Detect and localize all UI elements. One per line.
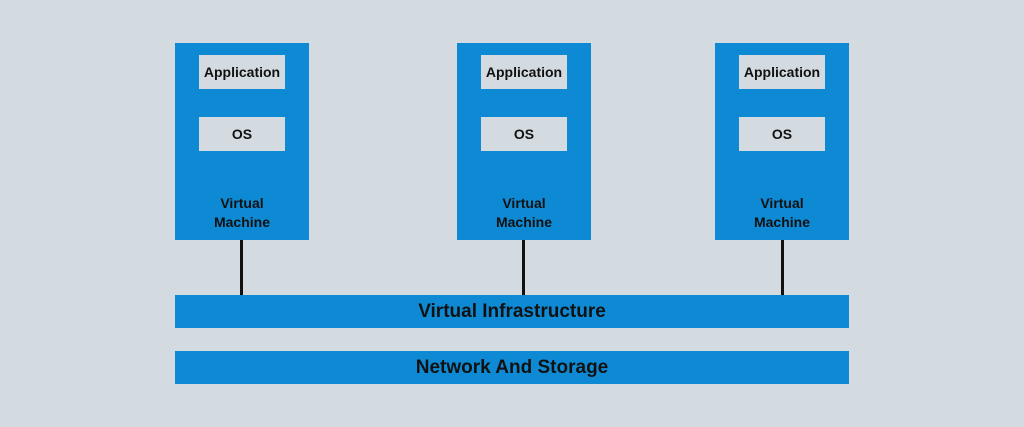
- virtual-machine-label-line1: Virtual: [760, 195, 804, 211]
- virtual-machine-label-line2: Machine: [495, 214, 552, 230]
- virtual-machine-label-line1: Virtual: [502, 195, 546, 211]
- virtual-machine-label: Virtual Machine: [175, 194, 309, 232]
- connector-line-1: [240, 240, 243, 296]
- connector-line-3: [781, 240, 784, 296]
- application-box: Application: [739, 55, 825, 89]
- os-box: OS: [199, 117, 285, 151]
- virtual-machine-3: Application OS Virtual Machine: [715, 43, 849, 240]
- virtual-machine-label-line2: Machine: [753, 214, 810, 230]
- virtual-machine-2: Application OS Virtual Machine: [457, 43, 591, 240]
- application-box: Application: [481, 55, 567, 89]
- os-box: OS: [481, 117, 567, 151]
- virtual-machine-label-line2: Machine: [213, 214, 270, 230]
- virtual-machine-1: Application OS Virtual Machine: [175, 43, 309, 240]
- virtual-machine-label-line1: Virtual: [220, 195, 264, 211]
- virtual-machine-label: Virtual Machine: [715, 194, 849, 232]
- network-and-storage-layer: Network And Storage: [175, 351, 849, 384]
- virtual-infrastructure-layer: Virtual Infrastructure: [175, 295, 849, 328]
- connector-line-2: [522, 240, 525, 296]
- os-box: OS: [739, 117, 825, 151]
- application-box: Application: [199, 55, 285, 89]
- virtual-machine-label: Virtual Machine: [457, 194, 591, 232]
